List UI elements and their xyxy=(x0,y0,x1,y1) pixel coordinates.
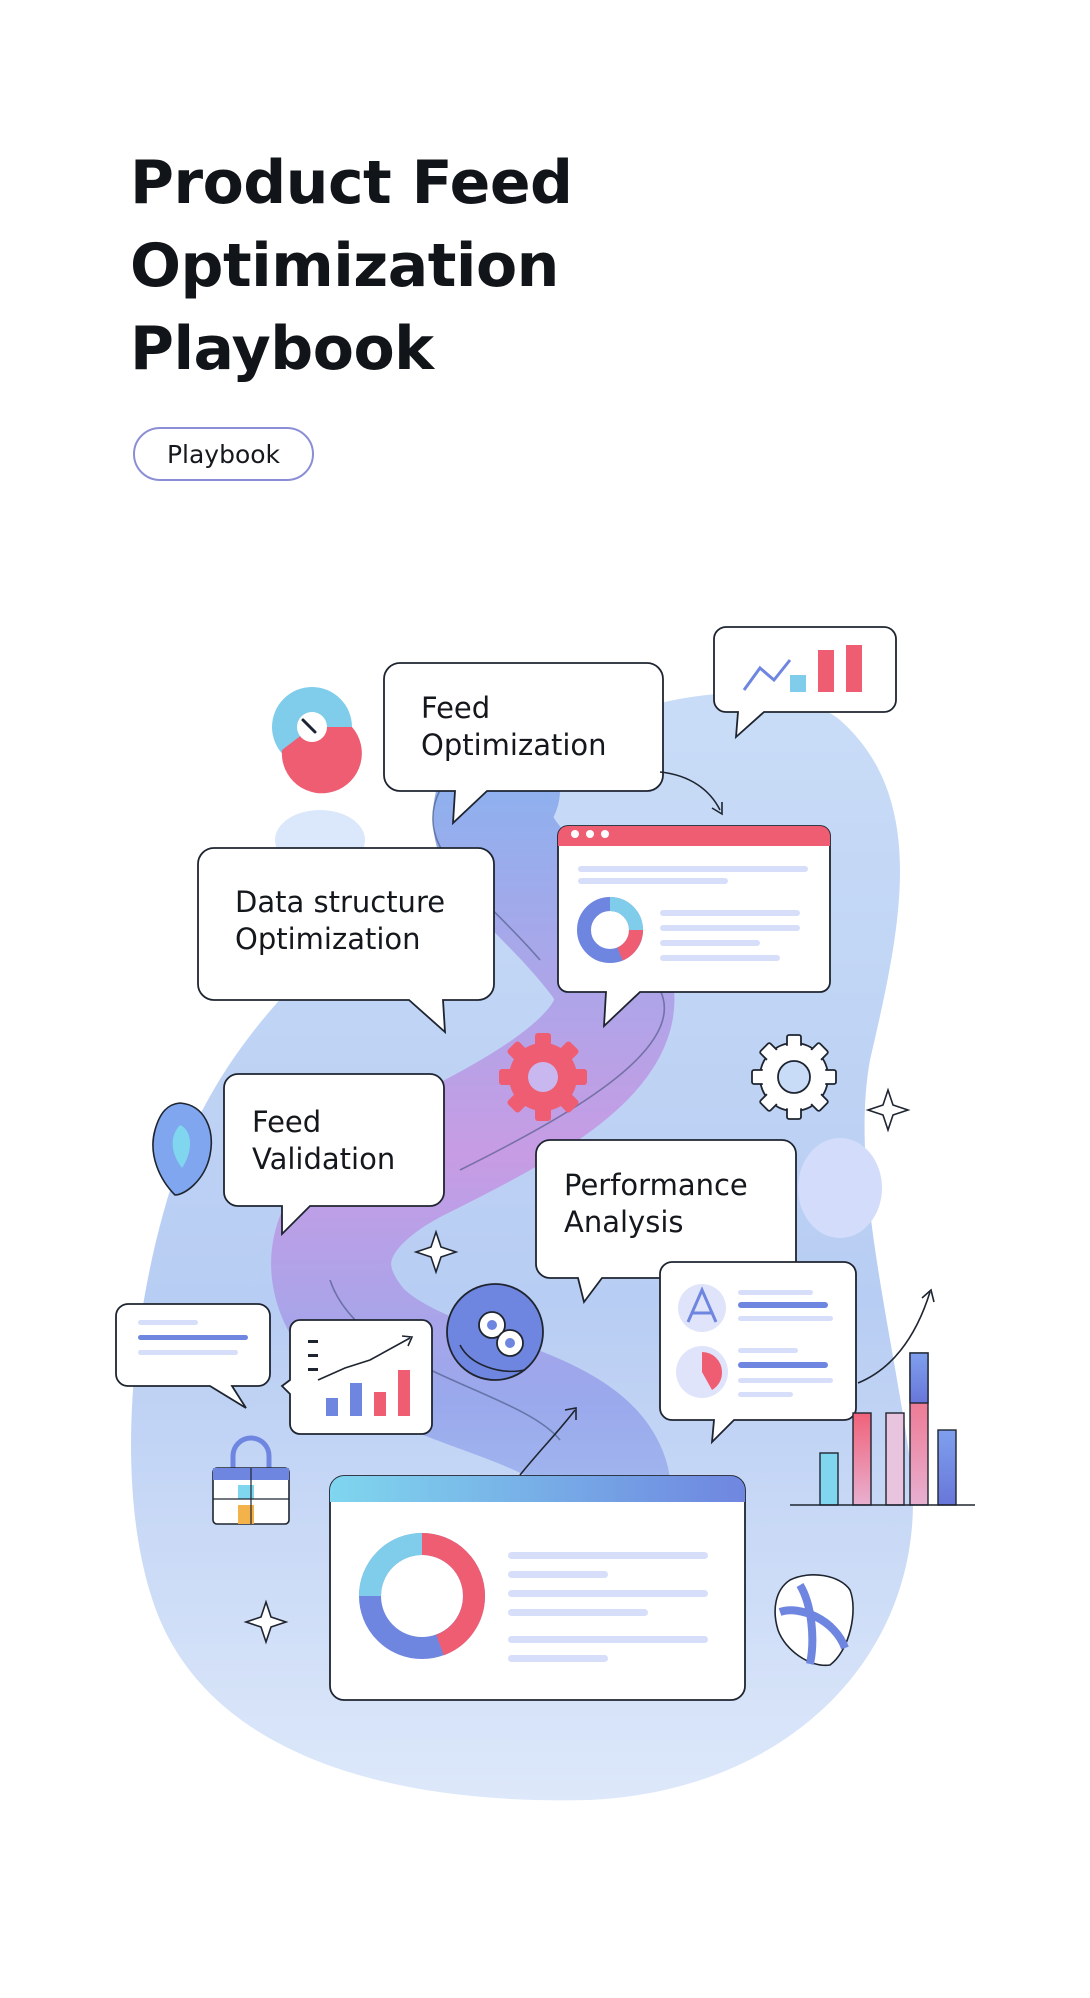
feed-validation-label-2: Validation xyxy=(252,1142,395,1176)
dashboard-window-small xyxy=(557,825,831,1029)
feed-optimization-bubble: Feed Optimization xyxy=(383,662,664,826)
analysis-card xyxy=(659,1261,857,1445)
sparkle-icon-3 xyxy=(243,1599,289,1645)
shield-icon xyxy=(152,1102,212,1196)
cube-icon xyxy=(774,1574,854,1667)
feed-optimization-label-2: Optimization xyxy=(421,728,607,762)
title-line-1: Product Feed xyxy=(130,148,573,218)
data-structure-label-2: Optimization xyxy=(235,922,421,956)
connector-arrow-2 xyxy=(519,1409,576,1476)
feed-validation-label-1: Feed xyxy=(252,1105,321,1139)
pie-chart-icon xyxy=(272,687,362,794)
arrow-head-1 xyxy=(711,802,723,816)
gear-icon-red xyxy=(499,1033,587,1121)
playbook-tag: Playbook xyxy=(133,427,314,481)
feed-validation-bubble: Feed Validation xyxy=(223,1073,445,1237)
sparkle-icon-1 xyxy=(865,1087,911,1133)
lock-icon xyxy=(212,1435,290,1525)
light-circle xyxy=(798,1138,882,1238)
title-line-3: Playbook xyxy=(130,314,434,384)
link-icon xyxy=(446,1283,544,1381)
growth-chart-card xyxy=(280,1319,433,1435)
sparkle-icon-2 xyxy=(413,1229,459,1275)
page-title: Product Feed Optimization Playbook xyxy=(130,142,573,391)
title-line-2: Optimization xyxy=(130,231,559,301)
connector-arrow-1 xyxy=(659,771,721,811)
performance-label-1: Performance xyxy=(564,1168,748,1202)
performance-label-2: Analysis xyxy=(564,1205,683,1239)
feed-optimization-label-1: Feed xyxy=(421,691,490,725)
data-structure-label-1: Data structure xyxy=(235,885,445,919)
mini-chart-bubble xyxy=(713,626,897,740)
bar-chart-icon xyxy=(790,1288,975,1506)
data-structure-bubble: Data structure Optimization xyxy=(197,847,495,1035)
dashboard-window-large xyxy=(329,1475,746,1701)
arrow-head-2 xyxy=(564,1407,577,1420)
gear-icon-outline xyxy=(751,1034,837,1120)
mini-text-bubble xyxy=(115,1303,271,1409)
